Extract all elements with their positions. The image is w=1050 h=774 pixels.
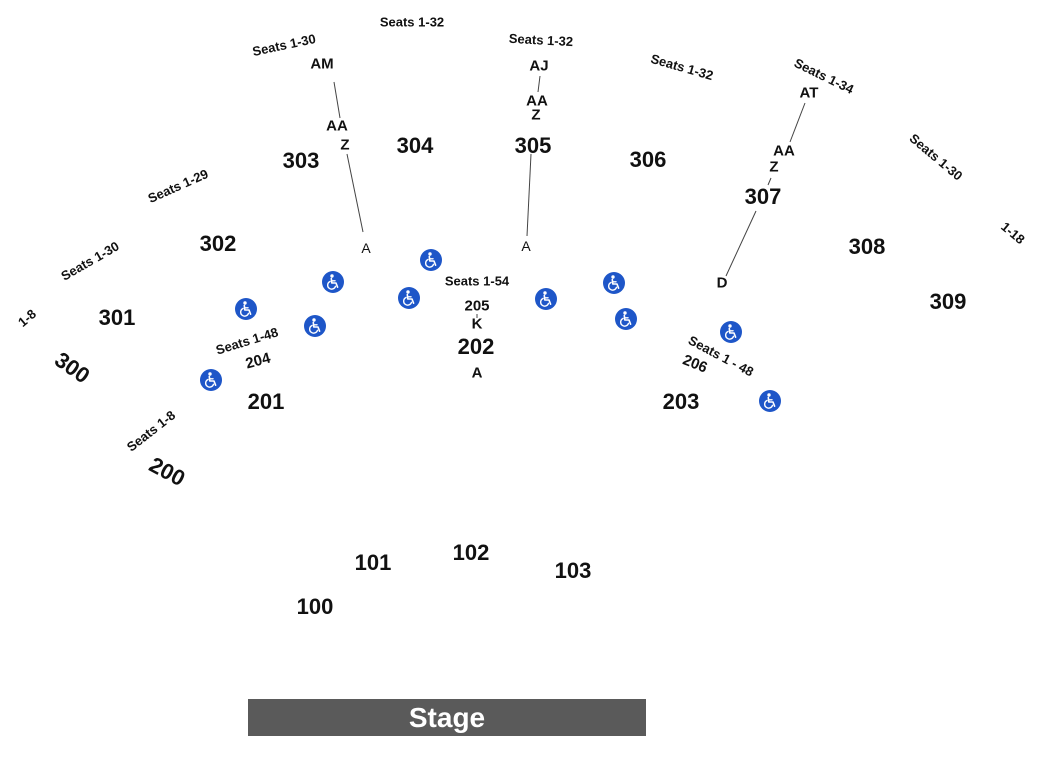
- wheelchair-icon[interactable]: [615, 308, 637, 330]
- row-303-z: Z: [340, 136, 350, 154]
- row-305-a: A: [521, 238, 531, 254]
- row-307-d: D: [716, 274, 728, 292]
- row-303-am: AM: [310, 55, 334, 73]
- section-203[interactable]: 203: [662, 389, 700, 414]
- wheelchair-icon[interactable]: [235, 298, 257, 320]
- section-100[interactable]: 100: [296, 594, 334, 619]
- row-305-aj: AJ: [529, 57, 549, 75]
- row-line-307: [789, 102, 806, 143]
- section-308[interactable]: 308: [848, 234, 886, 259]
- row-303-aa: AA: [326, 117, 348, 135]
- section-301[interactable]: 301: [98, 305, 136, 330]
- wheelchair-icon[interactable]: [200, 369, 222, 391]
- row-line-303: [333, 81, 341, 119]
- section-306[interactable]: 306: [629, 147, 667, 172]
- row-line-307-lower: [725, 210, 757, 277]
- section-304[interactable]: 304: [396, 133, 434, 158]
- section-205[interactable]: 205: [464, 297, 490, 315]
- row-line-305-lower: [526, 153, 532, 237]
- seat-range-304: Seats 1-32: [379, 14, 445, 30]
- wheelchair-icon[interactable]: [603, 272, 625, 294]
- wheelchair-icon[interactable]: [420, 249, 442, 271]
- row-305-aa: AA: [526, 92, 548, 110]
- wheelchair-icon[interactable]: [759, 390, 781, 412]
- section-201[interactable]: 201: [247, 389, 285, 414]
- stage-label: Stage: [408, 701, 486, 733]
- wheelchair-icon[interactable]: [398, 287, 420, 309]
- section-102[interactable]: 102: [452, 540, 490, 565]
- section-202[interactable]: 202: [457, 334, 495, 359]
- seat-range-305: Seats 1-32: [508, 30, 574, 50]
- section-307[interactable]: 307: [744, 184, 782, 209]
- section-303[interactable]: 303: [282, 148, 320, 173]
- row-202-k: K: [471, 315, 483, 333]
- wheelchair-icon[interactable]: [304, 315, 326, 337]
- row-line-303-lower: [346, 153, 364, 233]
- section-103[interactable]: 103: [554, 558, 592, 583]
- row-307-at: AT: [799, 84, 819, 102]
- seat-range-202: Seats 1-54: [444, 273, 510, 289]
- row-line-305: [537, 75, 541, 93]
- row-202-a: A: [471, 364, 483, 382]
- wheelchair-icon[interactable]: [535, 288, 557, 310]
- section-101[interactable]: 101: [354, 550, 392, 575]
- wheelchair-icon[interactable]: [322, 271, 344, 293]
- row-307-aa: AA: [773, 142, 795, 160]
- section-305[interactable]: 305: [514, 133, 552, 158]
- stage: Stage: [248, 699, 646, 736]
- section-309[interactable]: 309: [929, 289, 967, 314]
- wheelchair-icon[interactable]: [720, 321, 742, 343]
- section-302[interactable]: 302: [199, 231, 237, 256]
- row-line-307-mid: [767, 177, 772, 186]
- row-305-z: Z: [531, 106, 541, 124]
- row-303-a: A: [361, 240, 371, 256]
- row-307-z: Z: [769, 158, 779, 176]
